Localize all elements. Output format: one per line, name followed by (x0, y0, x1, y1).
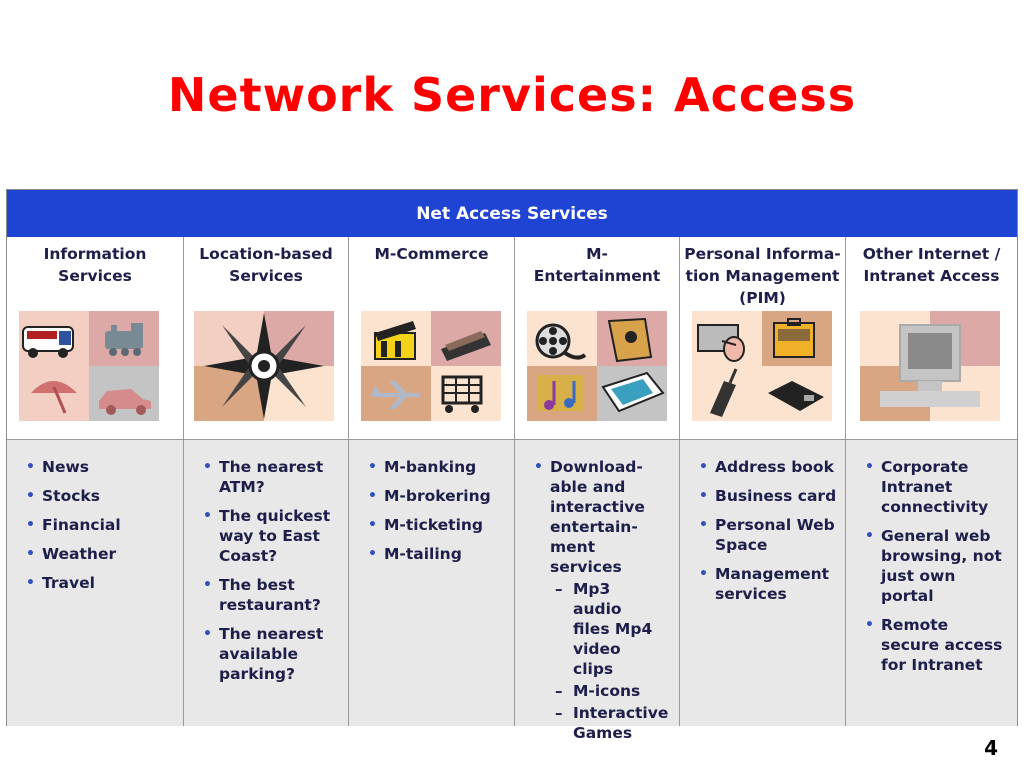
pager-icon (768, 381, 824, 411)
column-heading: M- Entertainment (533, 245, 661, 285)
column-heading: Personal Informa- tion Management (PIM) (684, 245, 841, 307)
pim-list: Address book Business card Personal Web … (680, 440, 846, 726)
m-commerce-picture-grid (361, 311, 501, 421)
list-item: Stocks (25, 486, 160, 506)
location-based-services-list: The nearest ATM? The quickest way to Eas… (184, 440, 349, 726)
list-item: Corporate Intranet connectivity (864, 457, 1009, 517)
location-picture-grid (194, 311, 334, 421)
slide-title: Network Services: Access (167, 68, 857, 122)
pim-picture-grid (692, 311, 832, 421)
list-item: M-banking (367, 457, 502, 477)
airplane-icon (371, 381, 421, 409)
list-item: Financial (25, 515, 160, 535)
list-item: The best restaurant? (202, 575, 332, 615)
list-item: The nearest available parking? (202, 624, 332, 684)
sub-list-item: Interactive Games (533, 703, 668, 743)
column-other-internet-intranet: Other Internet / Intranet Access (846, 237, 1017, 439)
net-access-table: Net Access Services Information Services (6, 189, 1018, 742)
other-internet-intranet-list: Corporate Intranet connectivity General … (846, 440, 1017, 726)
column-heading: M-Commerce (374, 245, 489, 263)
cargo-truck-icon (22, 326, 74, 358)
m-entertainment-picture-grid (527, 311, 667, 421)
puzzle-icon (607, 317, 653, 363)
list-item: The nearest ATM? (202, 457, 332, 497)
cell-phone-icon (710, 368, 738, 417)
category-row: Information Services (7, 237, 1017, 439)
compass-rose-icon (204, 313, 324, 419)
column-location-based-services: Location-based Services (184, 237, 349, 439)
list-item: News (25, 457, 160, 477)
list-item: Download-able and interactive entertain-… (533, 457, 663, 577)
list-item: M-brokering (367, 486, 502, 506)
list-item: General web browsing, not just own porta… (864, 526, 1009, 606)
column-information-services: Information Services (7, 237, 184, 439)
m-entertainment-list: Download-able and interactive entertain-… (515, 440, 680, 742)
clapperboard-icon (374, 321, 416, 360)
train-icon (105, 323, 143, 356)
list-item: M-tailing (367, 544, 502, 564)
car-icon (99, 389, 151, 415)
m-commerce-list: M-banking M-brokering M-ticketing M-tail… (349, 440, 515, 726)
mouse-hand-icon (697, 324, 745, 362)
column-heading: Other Internet / Intranet Access (862, 245, 1001, 285)
other-access-picture-grid (860, 311, 1000, 421)
column-pim: Personal Informa- tion Management (PIM) (680, 237, 846, 439)
details-row: News Stocks Financial Weather Travel The… (7, 439, 1017, 742)
list-item: Travel (25, 573, 160, 593)
list-item: Business card (698, 486, 838, 506)
column-heading: Information Services (43, 245, 147, 285)
information-services-list: News Stocks Financial Weather Travel (7, 440, 184, 726)
column-m-entertainment: M- Entertainment (515, 237, 680, 439)
column-heading: Location-based Services (199, 245, 333, 285)
column-m-commerce: M-Commerce (349, 237, 515, 439)
list-item: Weather (25, 544, 160, 564)
film-reel-icon (535, 323, 587, 360)
music-notes-icon (537, 375, 583, 411)
information-picture-grid (19, 311, 159, 421)
sub-list-item: M-icons (533, 681, 663, 701)
list-item: Address book (698, 457, 838, 477)
umbrella-icon (31, 381, 77, 414)
sub-list-item: Mp3 audio files Mp4 video clips (533, 579, 663, 679)
map-icon (601, 371, 665, 413)
table-header: Net Access Services (7, 190, 1017, 237)
page-number: 4 (984, 736, 998, 760)
list-item: Remote secure access for Intranet (864, 615, 1009, 675)
wallet-icon (441, 331, 491, 361)
shopping-cart-icon (441, 375, 483, 413)
list-item: Personal Web Space (698, 515, 838, 555)
list-item: The quickest way to East Coast? (202, 506, 332, 566)
list-item: Management services (698, 564, 838, 604)
computer-icon (880, 324, 980, 407)
briefcase-icon (773, 318, 815, 358)
list-item: M-ticketing (367, 515, 502, 535)
